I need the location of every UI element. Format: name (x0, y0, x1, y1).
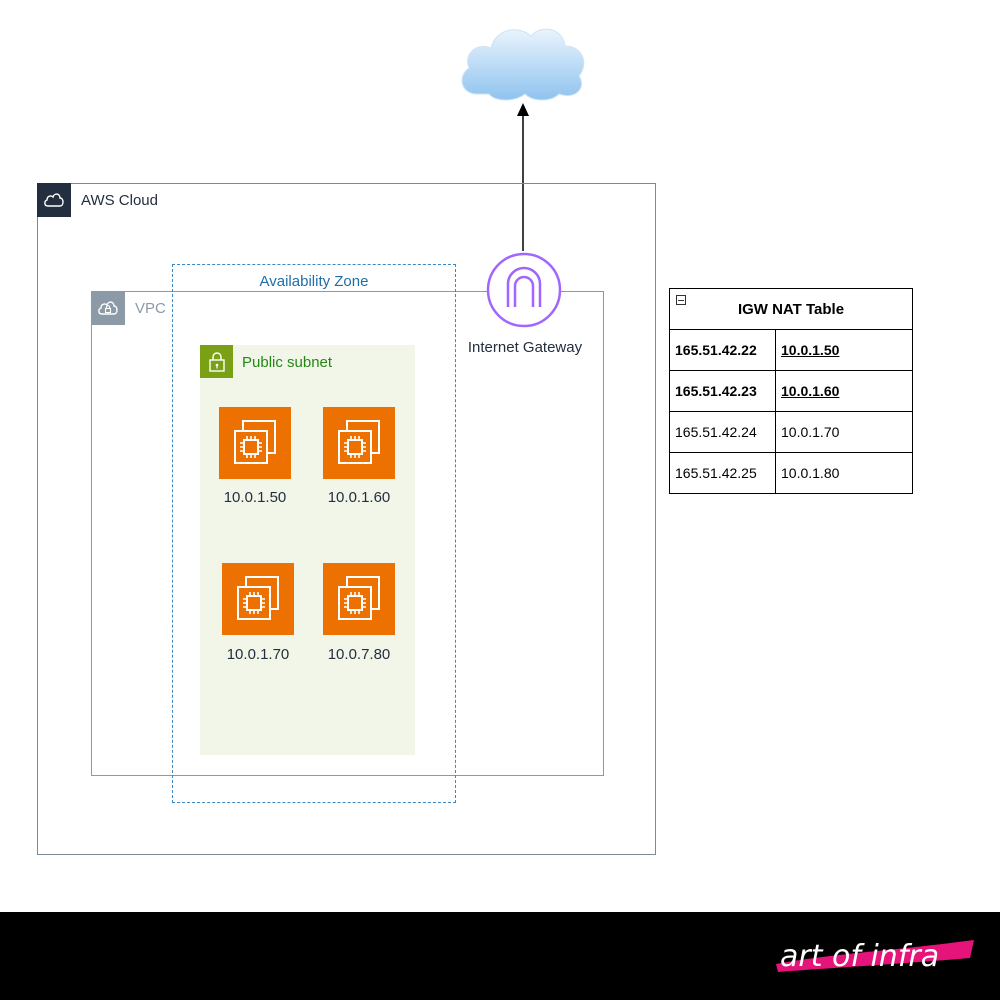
public-ip-cell: 165.51.42.23 (669, 370, 776, 412)
instance-ip-label: 10.0.1.50 (223, 489, 287, 506)
ec2-instance-icon (323, 407, 395, 479)
table-row: 165.51.42.24 10.0.1.70 (669, 411, 913, 453)
internet-gateway-icon (486, 252, 562, 328)
internet-cloud-icon (461, 28, 585, 101)
internet-gateway-label: Internet Gateway (467, 339, 583, 356)
vpc-cloud-lock-icon (91, 291, 125, 325)
public-ip-cell: 165.51.42.25 (669, 452, 776, 494)
instance-ip-label: 10.0.1.60 (327, 489, 391, 506)
availability-zone-group (172, 264, 456, 803)
table-row: 165.51.42.22 10.0.1.50 (669, 329, 913, 371)
public-ip-cell: 165.51.42.22 (669, 329, 776, 371)
collapse-icon[interactable] (676, 295, 686, 305)
brand-text: art of infra (780, 939, 939, 974)
vpc-label: VPC (135, 300, 166, 317)
public-ip-cell: 165.51.42.24 (669, 411, 776, 453)
igw-nat-table: IGW NAT Table 165.51.42.22 10.0.1.50 165… (669, 288, 913, 494)
ec2-instance-icon (219, 407, 291, 479)
instance-ip-label: 10.0.1.70 (226, 646, 290, 663)
instance-ip-label: 10.0.7.80 (327, 646, 391, 663)
ec2-instance-icon (323, 563, 395, 635)
aws-cloud-icon (37, 183, 71, 217)
nat-table-title-cell: IGW NAT Table (669, 288, 913, 330)
table-row: 165.51.42.23 10.0.1.60 (669, 370, 913, 412)
art-of-infra-logo: art of infra (776, 939, 974, 974)
table-row: 165.51.42.25 10.0.1.80 (669, 452, 913, 494)
ec2-instance-icon (222, 563, 294, 635)
nat-table-title: IGW NAT Table (737, 300, 845, 318)
private-ip-cell: 10.0.1.60 (775, 370, 913, 412)
padlock-icon (200, 345, 233, 378)
aws-cloud-group (37, 183, 656, 855)
private-ip-cell: 10.0.1.50 (775, 329, 913, 371)
aws-cloud-label: AWS Cloud (81, 192, 158, 209)
public-subnet-label: Public subnet (242, 354, 333, 371)
availability-zone-label: Availability Zone (259, 273, 369, 290)
private-ip-cell: 10.0.1.80 (775, 452, 913, 494)
private-ip-cell: 10.0.1.70 (775, 411, 913, 453)
vpc-group (91, 291, 604, 776)
